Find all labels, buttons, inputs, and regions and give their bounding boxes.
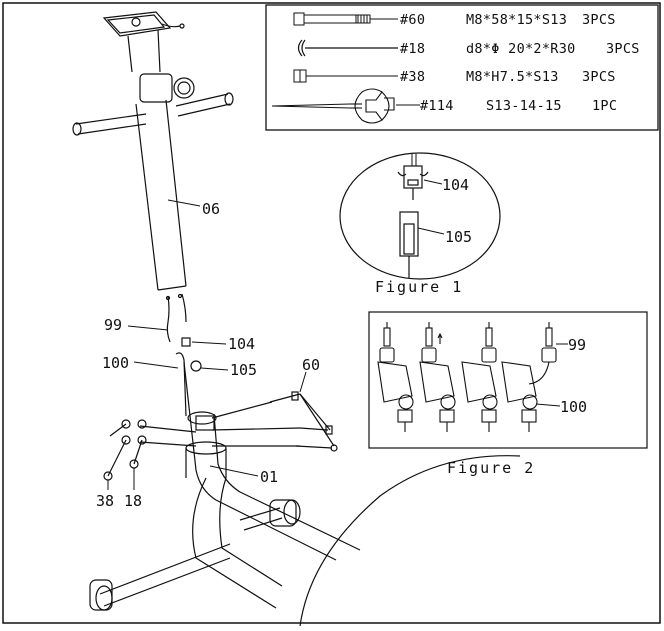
curved-washer-icon — [297, 39, 398, 57]
parts-row-3: #114 S13-14-15 1PC — [420, 98, 617, 114]
part-qty: 3PCS — [582, 69, 616, 85]
callout-01: 01 — [260, 468, 278, 486]
fig2-callout-top: 99 — [568, 336, 586, 354]
fig2-drawing — [377, 322, 557, 432]
part-qty: 3PCS — [606, 41, 640, 57]
connector-104-drawing — [397, 165, 429, 200]
fig2-caption: Figure 2 — [447, 459, 535, 477]
part-spec: M8*58*15*S13 — [466, 12, 567, 28]
connector-105-drawing — [399, 211, 419, 278]
part-qty: 3PCS — [582, 12, 616, 28]
callout-104: 104 — [228, 335, 255, 353]
part-number: #114 — [420, 98, 454, 114]
part-qty: 1PC — [592, 98, 617, 114]
wrench-screwdriver-icon — [271, 88, 420, 124]
callout-105: 105 — [230, 361, 257, 379]
main-callouts: 06 99 104 100 105 60 01 38 18 — [96, 199, 320, 510]
parts-row-1: #18 d8*Φ 20*2*R30 3PCS — [400, 41, 640, 57]
callout-06: 06 — [202, 200, 220, 218]
figure-2: 99 100 Figure 2 — [368, 311, 648, 477]
part-spec: d8*Φ 20*2*R30 — [466, 41, 576, 57]
callout-99: 99 — [104, 316, 122, 334]
callout-38: 38 — [96, 492, 114, 510]
parts-row-2: #38 M8*H7.5*S13 3PCS — [400, 69, 616, 85]
fig1-callout-top: 104 — [442, 176, 469, 194]
main-assembly — [72, 11, 521, 627]
part-number: #60 — [400, 12, 425, 28]
bolt-icon — [293, 12, 398, 26]
callout-100: 100 — [102, 354, 129, 372]
part-number: #18 — [400, 41, 425, 57]
outer-border — [2, 2, 661, 624]
callout-60: 60 — [302, 356, 320, 374]
callout-18: 18 — [124, 492, 142, 510]
part-spec: M8*H7.5*S13 — [466, 69, 559, 85]
fig1-caption: Figure 1 — [375, 278, 463, 296]
figure-1: 104 105 Figure 1 — [339, 152, 501, 296]
nut-icon — [293, 69, 398, 83]
fig2-callout-bottom: 100 — [560, 398, 587, 416]
parts-list-box: #60 M8*58*15*S13 3PCS #18 d8*Φ 20*2*R30 … — [265, 4, 659, 131]
part-number: #38 — [400, 69, 425, 85]
fig1-callout-bottom: 105 — [445, 228, 472, 246]
parts-row-0: #60 M8*58*15*S13 3PCS — [400, 12, 616, 28]
part-spec: S13-14-15 — [486, 98, 562, 114]
